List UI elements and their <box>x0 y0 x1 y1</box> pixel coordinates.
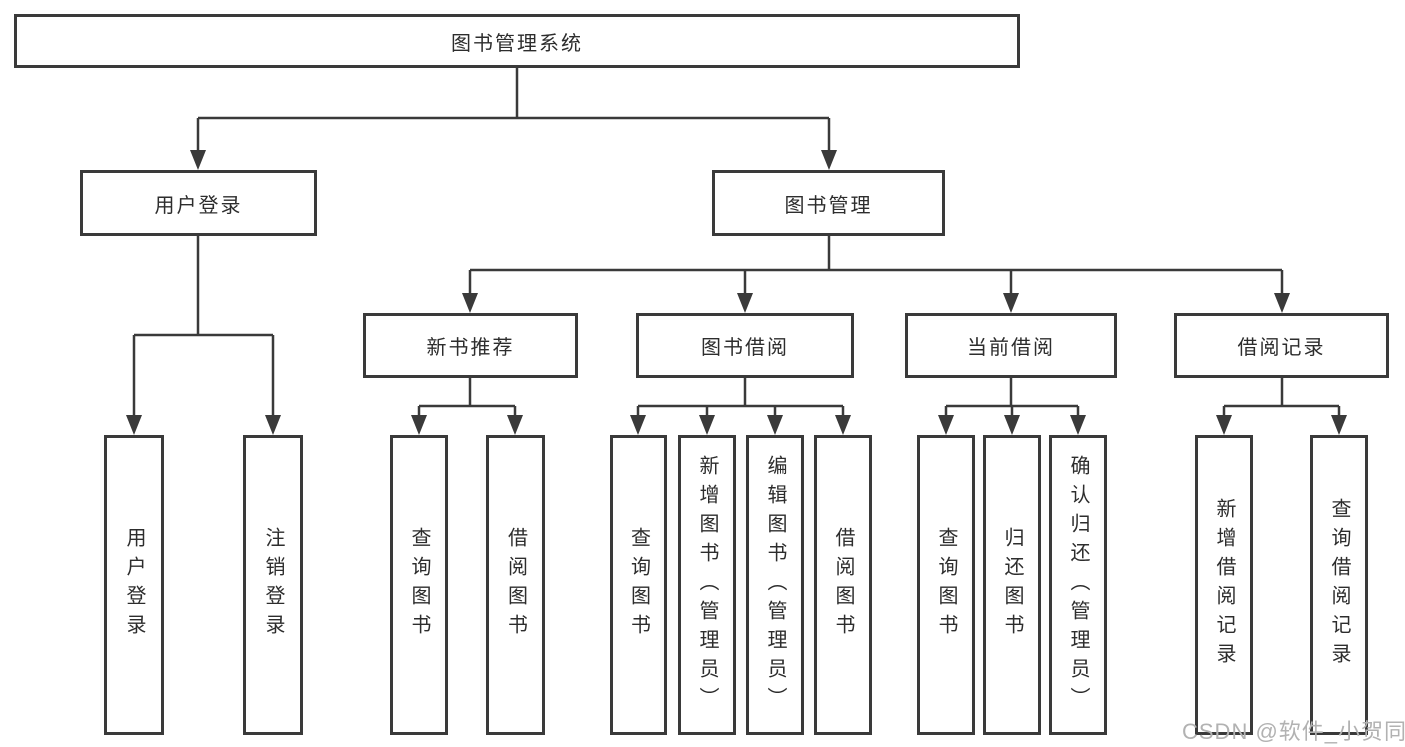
watermark: CSDN @软件_小贺同学 <box>1182 719 1405 744</box>
node-leaf-nbr-borrow-books: 借阅图书 <box>486 435 545 735</box>
node-label: 新增借阅记录 <box>1213 498 1235 672</box>
node-label: 查询图书 <box>408 527 430 643</box>
node-leaf-cb-query-books: 查询图书 <box>917 435 975 735</box>
node-book-borrow: 图书借阅 <box>636 313 854 378</box>
node-leaf-cb-confirm-return-admin: 确认归还（管理员） <box>1049 435 1107 735</box>
node-leaf-cb-return-books: 归还图书 <box>983 435 1041 735</box>
node-book-management: 图书管理 <box>712 170 945 236</box>
node-borrow-records: 借阅记录 <box>1174 313 1389 378</box>
node-label: 查询借阅记录 <box>1328 498 1350 672</box>
node-library-system: 图书管理系统 <box>14 14 1020 68</box>
arrow-down-icons <box>126 150 1347 435</box>
node-leaf-nbr-query-books: 查询图书 <box>390 435 448 735</box>
node-label: 当前借阅 <box>967 337 1055 359</box>
node-leaf-bb-add-books-admin: 新增图书（管理员） <box>678 435 736 735</box>
node-label: 图书管理 <box>784 194 873 217</box>
node-label: 借阅图书 <box>504 527 527 643</box>
node-label: 借阅记录 <box>1237 337 1326 359</box>
node-user-login: 用户登录 <box>80 170 317 236</box>
node-label: 注销登录 <box>262 527 284 643</box>
node-label: 图书借阅 <box>701 337 789 359</box>
node-label: 新增图书（管理员） <box>696 454 718 716</box>
node-label: 归还图书 <box>1001 527 1023 643</box>
node-label: 查询图书 <box>935 527 957 643</box>
node-label: 用户登录 <box>154 194 243 217</box>
node-leaf-bb-borrow-books: 借阅图书 <box>814 435 872 735</box>
node-label: 新书推荐 <box>426 337 515 359</box>
node-leaf-br-add-record: 新增借阅记录 <box>1195 435 1253 735</box>
node-leaf-bb-query-books: 查询图书 <box>610 435 667 735</box>
node-label: 用户登录 <box>123 527 145 643</box>
node-leaf-bb-edit-books-admin: 编辑图书（管理员） <box>746 435 804 735</box>
node-leaf-br-query-record: 查询借阅记录 <box>1310 435 1368 735</box>
node-label: 确认归还（管理员） <box>1067 454 1089 716</box>
node-label: 编辑图书（管理员） <box>764 454 786 716</box>
node-label: 图书管理系统 <box>451 32 583 55</box>
node-leaf-logout: 注销登录 <box>243 435 303 735</box>
node-new-book-recommend: 新书推荐 <box>363 313 578 378</box>
connector-path <box>132 68 1341 417</box>
node-label: 借阅图书 <box>832 527 854 643</box>
node-leaf-user-login: 用户登录 <box>104 435 164 735</box>
node-label: 查询图书 <box>627 527 650 643</box>
node-current-borrow: 当前借阅 <box>905 313 1117 378</box>
